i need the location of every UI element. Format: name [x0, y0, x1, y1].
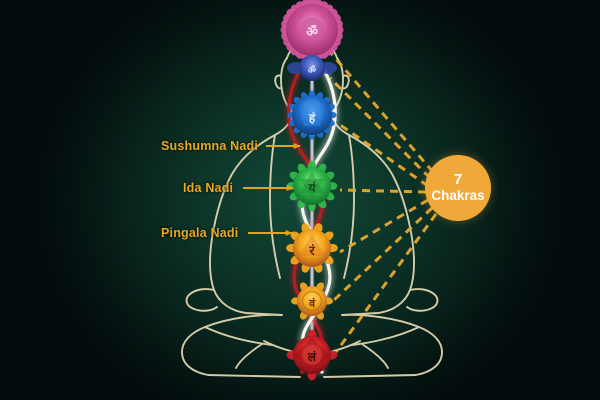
- chakra-sacral[interactable]: वं: [291, 281, 333, 321]
- chakra-heart[interactable]: यं: [286, 160, 338, 212]
- ray-solar-plexus: [339, 198, 429, 254]
- ray-crown: [328, 51, 435, 173]
- sacral-syllable: वं: [308, 297, 316, 310]
- chakra-root[interactable]: लं: [286, 329, 338, 381]
- root-syllable: लं: [307, 350, 317, 364]
- ear-left: [274, 74, 282, 90]
- leg-base-left: [181, 351, 301, 378]
- label-arrows-group: [243, 143, 301, 236]
- ray-root: [334, 213, 438, 353]
- knee-fold-right: [351, 326, 420, 346]
- meditating-figure-outline: [181, 41, 443, 378]
- arm-right: [341, 237, 415, 316]
- foot-left: [235, 343, 263, 369]
- thigh-left: [181, 313, 283, 353]
- ear-right: [342, 74, 350, 90]
- heart-syllable: यं: [308, 181, 317, 195]
- chakra-rays-group: [328, 51, 438, 353]
- crown-syllable: ॐ: [306, 24, 318, 40]
- hand-left: [185, 288, 218, 312]
- ray-sacral: [332, 206, 434, 302]
- hand-right: [406, 288, 439, 312]
- badge-count: 7: [453, 171, 463, 188]
- label-sushumna-nadi: Sushumna Nadi: [161, 139, 259, 153]
- leg-base-right: [323, 351, 443, 378]
- label-pingala-nadi: Pingala Nadi: [161, 226, 239, 240]
- third-eye-syllable: ॐ: [308, 65, 316, 76]
- ray-throat: [335, 120, 429, 188]
- throat-syllable: हं: [308, 111, 316, 125]
- thigh-right: [341, 313, 443, 353]
- chakra-crown[interactable]: ॐ: [280, 0, 344, 62]
- chakra-solar-plexus[interactable]: रं: [286, 222, 338, 274]
- neck-shoulder-right: [330, 112, 413, 239]
- knee-fold-left: [204, 326, 273, 346]
- badge-caption: Chakras: [431, 188, 485, 203]
- chakra-third-eye[interactable]: ॐ: [287, 55, 337, 81]
- arm-left: [209, 237, 283, 316]
- ray-third-eye: [328, 76, 432, 180]
- torso-left: [269, 134, 281, 279]
- solar-plexus-syllable: रं: [308, 243, 315, 259]
- ray-heart: [339, 188, 427, 194]
- neck-shoulder-left: [211, 112, 294, 239]
- foot-right: [361, 343, 389, 369]
- torso-right: [343, 134, 355, 279]
- chakra-throat[interactable]: हं: [287, 90, 337, 140]
- label-ida-nadi: Ida Nadi: [183, 181, 234, 195]
- seven-chakras-badge[interactable]: 7 Chakras: [425, 155, 491, 221]
